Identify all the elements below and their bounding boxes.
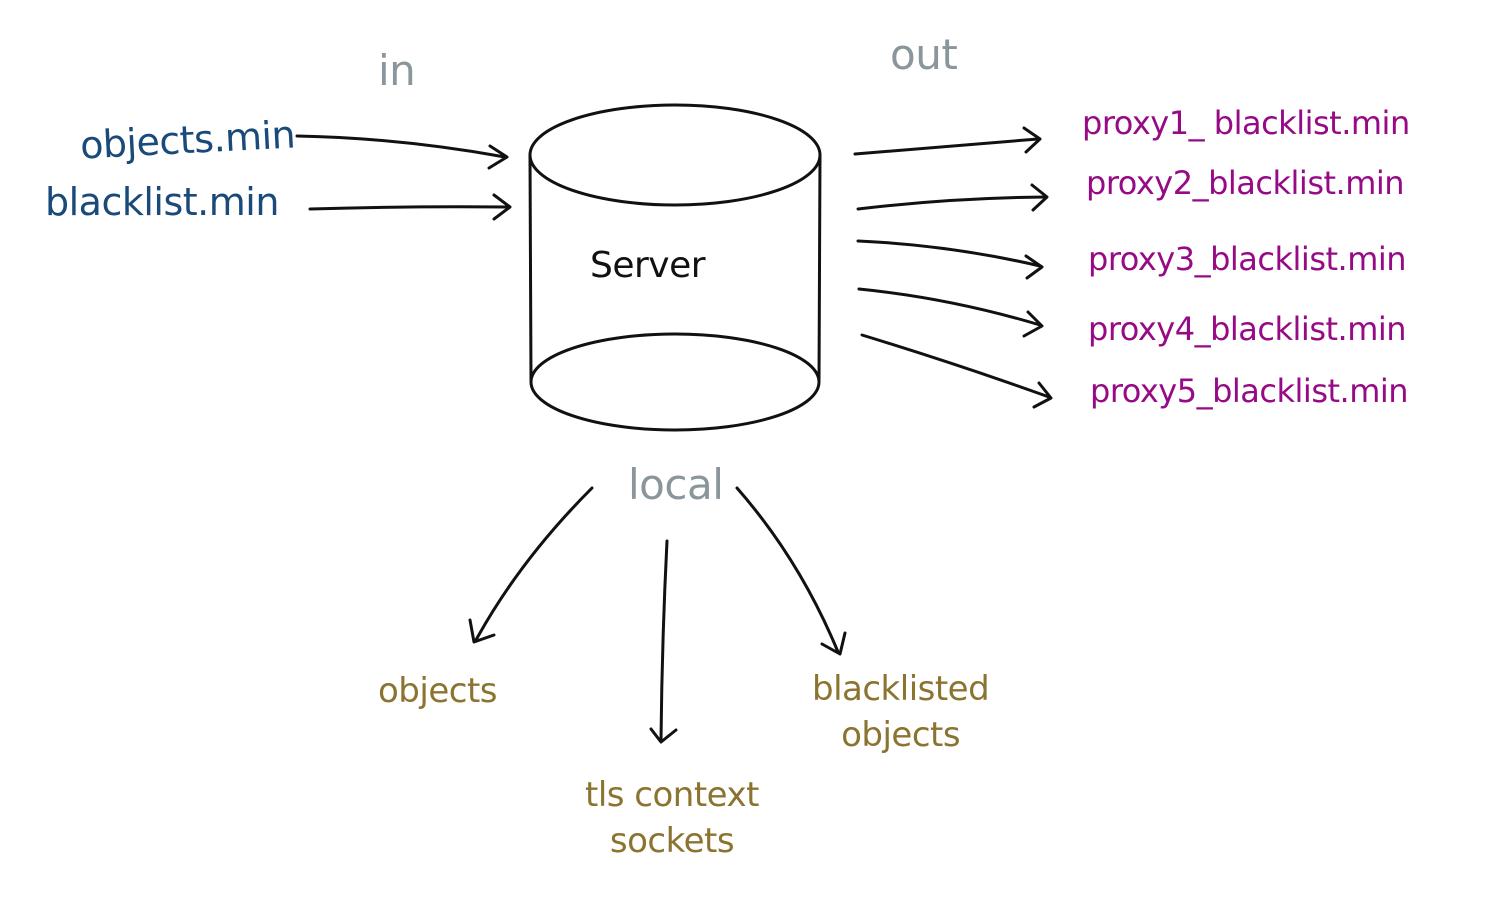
- output-arrow-proxy2: [856, 183, 1049, 212]
- input-arrow-blacklist: [308, 193, 512, 221]
- output-arrow-proxy5: [860, 333, 1053, 409]
- local-arrow-objects: [468, 486, 594, 644]
- server-cylinder-bottom: [529, 332, 821, 432]
- output-arrow-proxy1: [853, 126, 1042, 156]
- local-arrow-blacklisted: [735, 486, 847, 656]
- output-arrow-proxy3: [856, 239, 1044, 280]
- output-label-proxy3: proxy3_blacklist.min: [1088, 240, 1407, 278]
- server-cylinder-right-side: [817, 154, 822, 383]
- section-label-out: out: [890, 30, 958, 79]
- input-arrow-objects: [295, 134, 509, 170]
- local-item-tls-sockets-line1: tls context: [585, 775, 759, 815]
- input-arrows: [295, 134, 512, 221]
- local-item-blacklisted-line1: blacklisted: [812, 669, 990, 709]
- server-cylinder: [528, 103, 822, 432]
- output-label-proxy2: proxy2_blacklist.min: [1086, 164, 1405, 202]
- local-item-tls-sockets: tls context sockets: [585, 772, 759, 864]
- local-item-objects-line1: objects: [378, 671, 498, 711]
- output-label-proxy1: proxy1_ blacklist.min: [1082, 104, 1410, 142]
- output-label-proxy5: proxy5_blacklist.min: [1090, 372, 1409, 410]
- input-label-blacklist: blacklist.min: [45, 180, 279, 224]
- section-label-in: in: [378, 46, 416, 95]
- local-item-objects: objects: [378, 668, 498, 714]
- server-cylinder-top: [528, 103, 822, 207]
- output-arrows: [853, 126, 1053, 409]
- local-item-blacklisted: blacklisted objects: [812, 666, 990, 758]
- server-cylinder-left-side: [528, 154, 533, 383]
- section-label-local: local: [628, 460, 724, 509]
- local-item-tls-sockets-line2: sockets: [609, 821, 735, 861]
- local-arrow-tls-sockets: [649, 539, 678, 744]
- output-arrow-proxy4: [857, 287, 1044, 338]
- server-label: Server: [590, 245, 706, 286]
- local-arrows: [468, 486, 847, 744]
- output-label-proxy4: proxy4_blacklist.min: [1088, 310, 1407, 348]
- local-item-blacklisted-line2: objects: [841, 715, 961, 755]
